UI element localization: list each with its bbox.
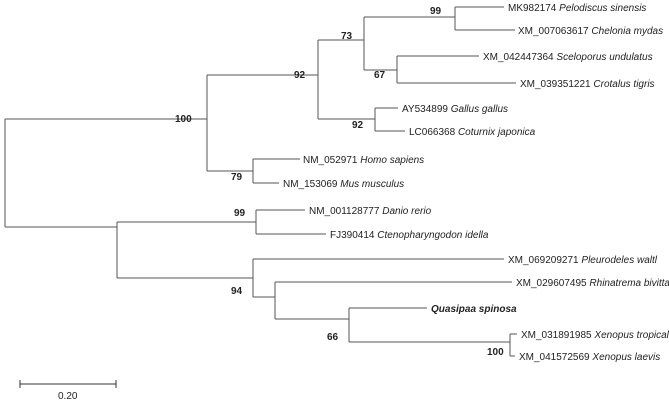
bootstrap-value: 94 [231, 286, 243, 297]
branch-turtles-squamates [363, 16, 455, 71]
taxon-label: NM_052971 Homo sapiens [303, 155, 424, 166]
bootstrap-value: 99 [234, 208, 246, 219]
taxon-label: NM_001128777 Danio rerio [309, 206, 432, 217]
taxon-label: XM_039351221 Crotalus tigris [520, 79, 655, 90]
bootstrap-value: 92 [352, 120, 364, 131]
scale-bar: 0.20 [19, 380, 117, 402]
bootstrap-value: 73 [341, 31, 353, 42]
taxon-label: XM_029607495 Rhinatrema bivittatum [516, 278, 669, 289]
bootstrap-value: 66 [327, 332, 339, 343]
branch-amniotes [206, 74, 318, 172]
bootstrap-values: 99 73 67 92 92 100 79 99 94 66 100 [175, 6, 504, 358]
bootstrap-value: 67 [374, 70, 386, 81]
branch-amphibians [252, 258, 504, 298]
branch-mammals [252, 158, 300, 184]
taxon-label: XM_007063617 Chelonia mydas [518, 26, 663, 37]
taxon-label: FJ390414 Ctenopharyngodon idella [330, 230, 489, 241]
taxon-label: XM_042447364 Sceloporus undulatus [483, 52, 653, 63]
taxon-label: NM_153069 Mus musculus [283, 179, 404, 190]
scale-bar-label: 0.20 [58, 391, 78, 402]
taxon-label: XM_031891985 Xenopus tropicalis [521, 330, 669, 341]
taxon-labels: MK982174 Pelodiscus sinensis XM_00706361… [283, 3, 669, 363]
bootstrap-value: 79 [231, 172, 243, 183]
taxon-label: XM_041572569 Xenopus laevis [519, 352, 660, 363]
branch-anura [348, 307, 510, 343]
bootstrap-value: 92 [294, 70, 306, 81]
bootstrap-value: 99 [430, 6, 442, 17]
taxon-label-highlight: Quasipaa spinosa [431, 304, 517, 315]
branch-reptiles-birds [317, 39, 375, 120]
branch-birds [374, 107, 405, 132]
root-branch [4, 118, 207, 228]
branch-anamniotes [116, 221, 256, 279]
bootstrap-value: 100 [487, 347, 504, 358]
branch-turtles [454, 6, 515, 31]
taxon-label: LC066368 Coturnix japonica [409, 127, 536, 138]
taxon-label: AY534899 Gallus gallus [402, 104, 508, 115]
branches [4, 6, 517, 357]
branch-xenopus [509, 333, 517, 357]
taxon-label: XM_069209271 Pleurodeles waltl [508, 255, 658, 266]
bootstrap-value: 100 [175, 114, 192, 125]
taxon-label: MK982174 Pelodiscus sinensis [508, 3, 646, 14]
branch-fishes [255, 209, 326, 235]
branch-batrachia-caecilian [274, 281, 512, 320]
branch-squamates [396, 55, 516, 84]
